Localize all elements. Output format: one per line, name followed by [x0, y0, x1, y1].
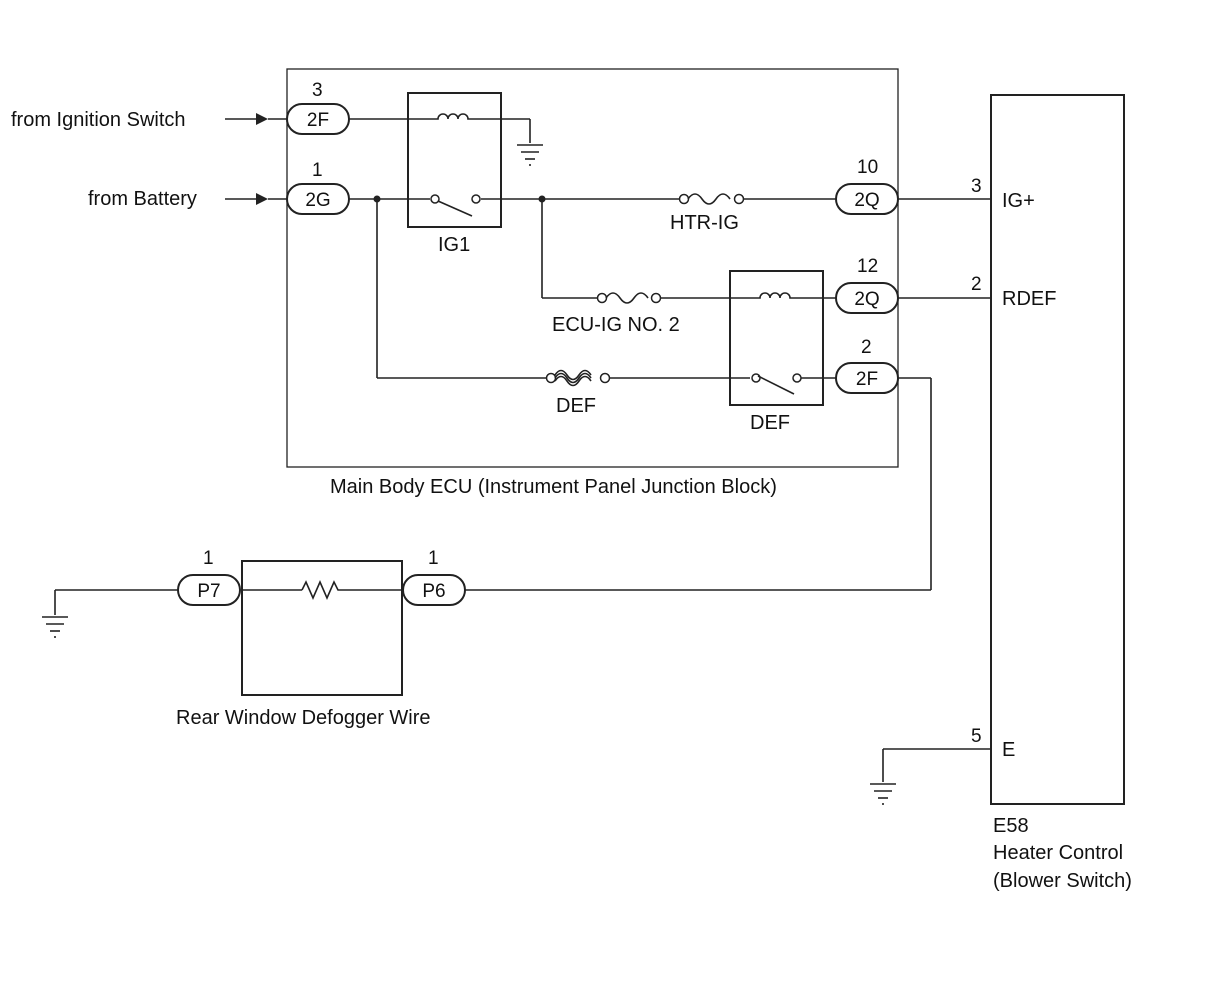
heater-pin-rdef-num: 2	[971, 274, 982, 295]
ignition-arrow	[225, 113, 287, 125]
ig1-relay	[407, 92, 502, 228]
heater-pin-rdef-name: RDEF	[1002, 288, 1056, 310]
heater-control-sub: (Blower Switch)	[993, 870, 1132, 892]
connector-p7: 1 P7	[177, 548, 241, 606]
ig1-relay-label: IG1	[438, 234, 470, 256]
svg-text:2Q: 2Q	[854, 190, 879, 211]
connector-2q-rdef: 12 2Q	[835, 256, 899, 314]
ecu-ig2-fuse-icon	[596, 292, 662, 304]
ecu-ig2-fuse-label: ECU-IG NO. 2	[552, 314, 680, 336]
ground-symbol	[42, 616, 68, 638]
wires	[54, 118, 991, 782]
defogger-label: Rear Window Defogger Wire	[176, 707, 431, 729]
heater-pin-ig-num: 3	[971, 176, 982, 197]
junction-dot	[538, 195, 546, 203]
svg-text:P6: P6	[422, 581, 445, 602]
main-body-ecu-label: Main Body ECU (Instrument Panel Junction…	[330, 476, 777, 498]
connector-2f-top: 3 2F	[286, 80, 350, 135]
def-relay-label: DEF	[750, 412, 790, 434]
battery-input-label: from Battery	[88, 188, 197, 210]
def-fuse-icon	[545, 369, 611, 387]
htr-ig-fuse-icon	[678, 193, 745, 205]
connector-2g: 1 2G	[286, 160, 350, 215]
svg-text:12: 12	[857, 256, 878, 277]
svg-text:1: 1	[312, 160, 323, 181]
svg-text:2Q: 2Q	[854, 289, 879, 310]
defogger-box	[241, 560, 403, 696]
heater-pin-ig-name: IG+	[1002, 190, 1035, 212]
htr-ig-fuse-label: HTR-IG	[670, 212, 739, 234]
ignition-input-label: from Ignition Switch	[11, 109, 186, 131]
relay-coil-icon	[756, 292, 796, 299]
heater-control-box	[990, 94, 1125, 805]
svg-text:1: 1	[203, 548, 214, 569]
svg-text:2G: 2G	[305, 190, 330, 211]
connector-2q-ig: 10 2Q	[835, 157, 899, 215]
ground-symbol	[870, 783, 896, 805]
svg-text:10: 10	[857, 157, 878, 178]
heater-control-name: Heater Control	[993, 842, 1123, 864]
svg-text:2: 2	[861, 337, 872, 358]
ground-symbol	[517, 144, 543, 166]
relay-coil-icon	[434, 113, 476, 120]
def-relay	[729, 270, 824, 406]
connector-2f-def: 2 2F	[835, 337, 899, 394]
heater-pin-e-num: 5	[971, 726, 982, 747]
connector-p6: 1 P6	[402, 548, 466, 606]
def-fuse-label: DEF	[556, 395, 596, 417]
resistor-icon	[301, 580, 342, 600]
svg-text:P7: P7	[197, 581, 220, 602]
battery-arrow	[225, 193, 287, 205]
main-body-ecu-box	[286, 68, 899, 468]
svg-text:1: 1	[428, 548, 439, 569]
junction-dot	[373, 195, 381, 203]
svg-text:2F: 2F	[307, 110, 329, 131]
svg-text:2F: 2F	[856, 369, 878, 390]
heater-pin-e-name: E	[1002, 739, 1015, 761]
heater-control-code: E58	[993, 815, 1029, 837]
svg-text:3: 3	[312, 80, 323, 101]
